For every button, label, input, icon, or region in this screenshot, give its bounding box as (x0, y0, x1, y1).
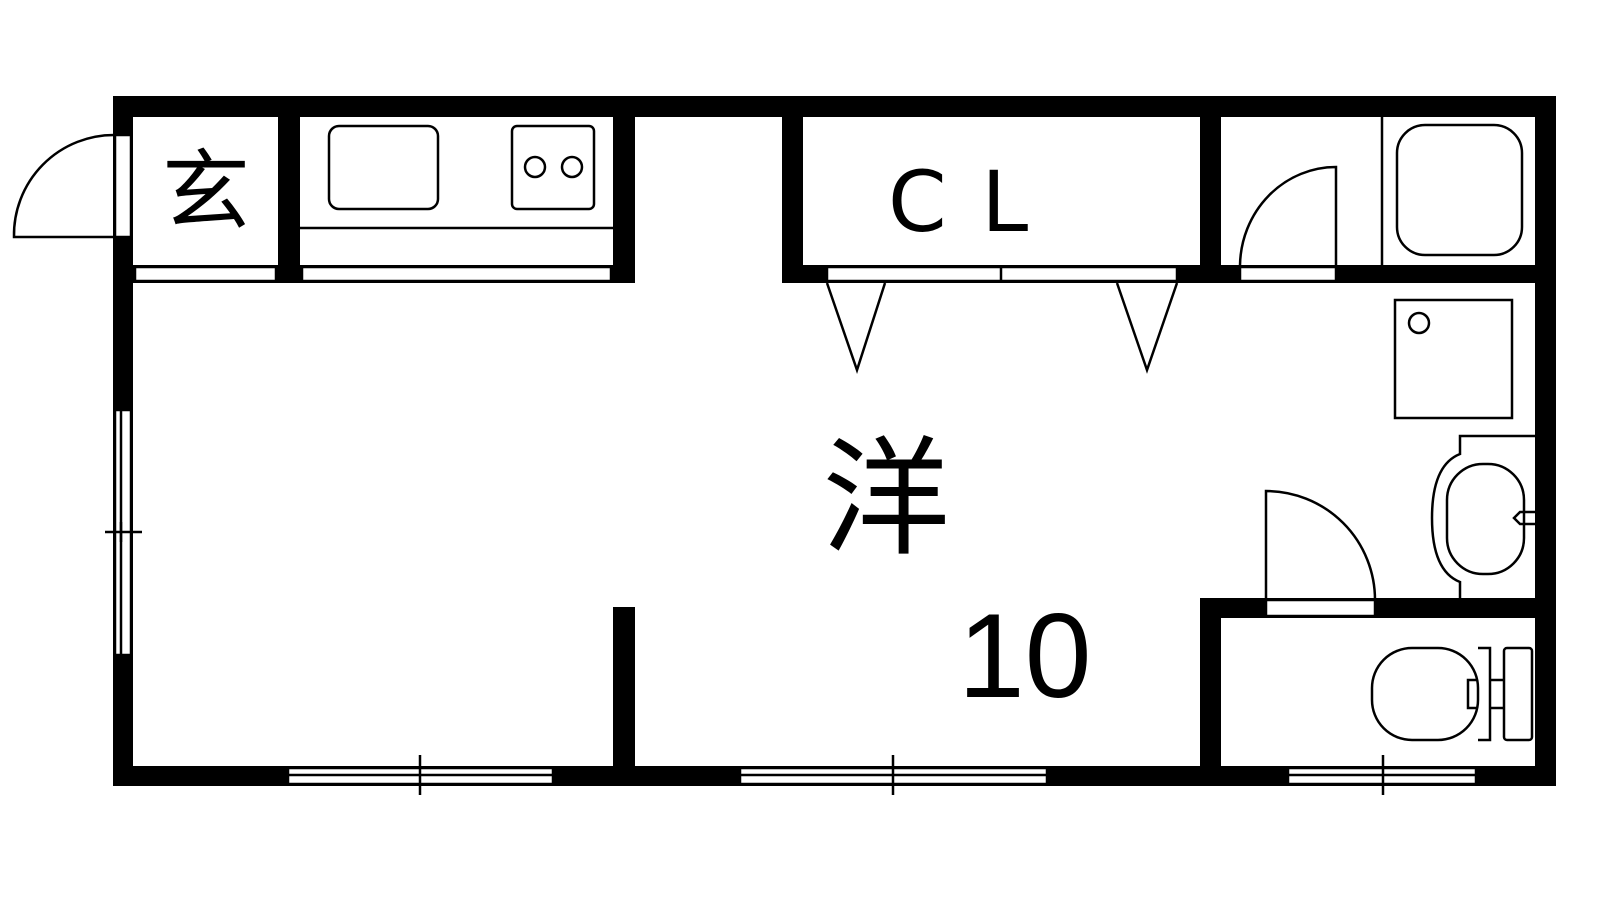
partial-wall (613, 607, 635, 766)
sink (327, 124, 440, 211)
fixtures (12, 117, 1535, 795)
closet-left-wall (782, 117, 803, 283)
bath-door-swing (1238, 165, 1338, 266)
right-wall (1535, 96, 1556, 786)
closet-door-swing-right (1115, 282, 1179, 374)
kitchen-right-wall (613, 117, 635, 283)
bath-door-opening[interactable] (1238, 265, 1338, 283)
western-room-label: 洋 (822, 425, 951, 574)
toilet-bowl (1370, 646, 1480, 742)
closet-right-wall (1200, 117, 1221, 283)
toilet-door-swing (1264, 489, 1377, 601)
entrance-kitchen-wall (278, 117, 300, 283)
entry-door-opening[interactable] (113, 133, 133, 239)
washbasin (1445, 462, 1526, 576)
toilet-door-opening[interactable] (1264, 598, 1377, 618)
bathtub (1395, 123, 1524, 257)
kitchen-counter-edge (300, 265, 613, 283)
closet-door-swing-left (825, 282, 887, 374)
washing-machine-pan (1393, 298, 1514, 420)
entrance-step (133, 265, 278, 283)
toilet-tank (1502, 646, 1534, 742)
closet-label: C L (888, 153, 1033, 251)
toilet-left-wall (1200, 598, 1221, 766)
entrance-label: 玄 (162, 140, 251, 243)
top-wall (113, 96, 1556, 117)
stove (510, 124, 596, 211)
entry-door-swing (12, 133, 116, 239)
western-room-size: 10 (958, 589, 1092, 723)
